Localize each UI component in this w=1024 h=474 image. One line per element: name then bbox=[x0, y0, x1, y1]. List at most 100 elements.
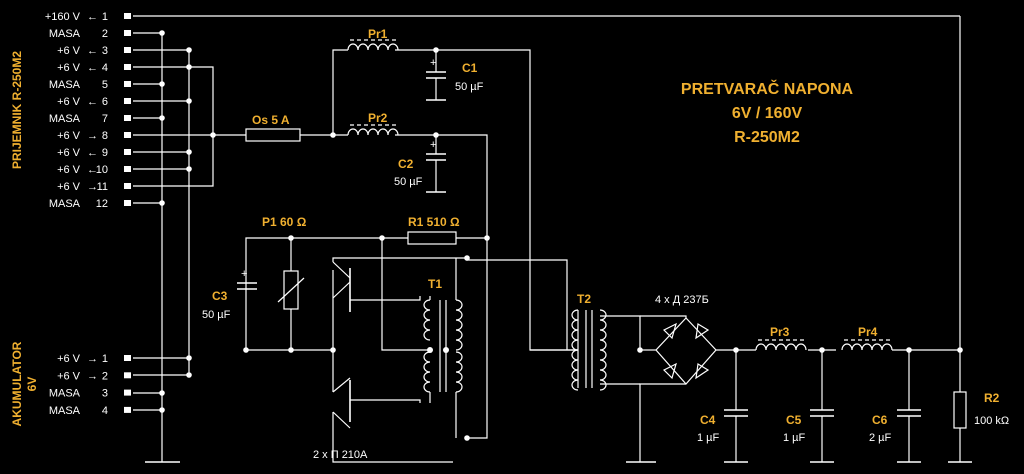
pin-direction-arrow: ← bbox=[87, 45, 98, 57]
pr3-label: Pr3 bbox=[770, 325, 790, 339]
p1-label: P1 60 Ω bbox=[262, 215, 307, 229]
connector-pin: +6 V→8 bbox=[57, 130, 131, 142]
pin-terminal bbox=[124, 406, 131, 413]
pin-label: MASA bbox=[49, 28, 81, 40]
junction-dot bbox=[159, 30, 165, 36]
pin-label: +6 V bbox=[57, 130, 81, 142]
pin-number: 2 bbox=[102, 370, 108, 382]
inductor-pr1 bbox=[347, 39, 399, 51]
pin-number: 12 bbox=[96, 198, 108, 210]
pin-label: MASA bbox=[49, 388, 81, 400]
pin-number: 7 bbox=[102, 113, 108, 125]
pin-terminal bbox=[124, 30, 131, 36]
c6-value: 2 µF bbox=[869, 432, 892, 444]
junction-dot bbox=[330, 132, 336, 138]
pin-number: 6 bbox=[102, 96, 108, 108]
title-line-3: R-250M2 bbox=[734, 129, 800, 146]
pin-label: +6 V bbox=[57, 62, 81, 74]
junction-dot bbox=[330, 347, 336, 353]
c3-value: 50 µF bbox=[202, 309, 231, 321]
pin-label: MASA bbox=[49, 79, 81, 91]
pin-terminal bbox=[124, 115, 131, 121]
pin-number: 10 bbox=[96, 164, 108, 176]
pin-terminal bbox=[124, 47, 131, 53]
junction-dot bbox=[464, 435, 470, 441]
c2-label: C2 bbox=[398, 157, 414, 171]
connector-pin: +6 V←9 bbox=[57, 147, 131, 159]
winding bbox=[571, 349, 579, 391]
pin-terminal bbox=[124, 389, 131, 396]
pin-terminal bbox=[124, 200, 131, 206]
c3-label: C3 bbox=[212, 289, 228, 303]
junction-dot bbox=[186, 355, 192, 361]
t1-windings bbox=[423, 299, 463, 393]
junction-dot bbox=[210, 132, 216, 138]
r1-label: R1 510 Ω bbox=[408, 215, 460, 229]
junction-dot bbox=[433, 132, 439, 138]
transformer-t1 bbox=[427, 258, 457, 438]
battery-connector-label: AKUMULATOR bbox=[10, 341, 24, 426]
junction-dot bbox=[159, 81, 165, 87]
resistor-r2 bbox=[953, 391, 967, 429]
pin-number: 1 bbox=[102, 11, 108, 23]
pin-label: MASA bbox=[49, 113, 81, 125]
pin-direction-arrow: ← bbox=[87, 62, 98, 74]
junction-dot bbox=[733, 347, 739, 353]
pin-direction-arrow: → bbox=[87, 130, 98, 142]
battery-voltage-label: 6V bbox=[25, 377, 39, 392]
junction-dot bbox=[186, 98, 192, 104]
c1-label: C1 bbox=[462, 61, 478, 75]
junction-dot bbox=[159, 115, 165, 121]
polarity-plus-icon: + bbox=[241, 268, 247, 280]
connector-pin: +6 V←3 bbox=[57, 45, 131, 57]
pin-label: +6 V bbox=[57, 45, 81, 57]
connector-pin: +6 V→11 bbox=[57, 181, 131, 193]
inductor-pr3 bbox=[755, 339, 807, 351]
pin-label: +6 V bbox=[57, 164, 81, 176]
transistors-label: 2 x П 210А bbox=[313, 449, 368, 461]
pin-label: MASA bbox=[49, 405, 81, 417]
junction-dot bbox=[186, 47, 192, 53]
winding bbox=[455, 299, 463, 351]
pin-terminal bbox=[124, 98, 131, 104]
pin-number: 4 bbox=[102, 405, 108, 417]
junction-dot bbox=[159, 200, 165, 206]
title-line-2: 6V / 160V bbox=[732, 105, 803, 122]
c4-value: 1 µF bbox=[697, 432, 720, 444]
pin-terminal bbox=[124, 166, 131, 172]
pin-terminal bbox=[124, 183, 131, 189]
fuse-label: Os 5 A bbox=[252, 113, 290, 127]
junction-dot bbox=[433, 47, 439, 53]
junction-dot bbox=[159, 390, 165, 396]
pin-label: +6 V bbox=[57, 96, 81, 108]
pin-label: MASA bbox=[49, 198, 81, 210]
pin-direction-arrow: ← bbox=[87, 11, 98, 23]
connector-pin: +6 V←4 bbox=[57, 62, 131, 74]
pin-direction-arrow: → bbox=[87, 181, 98, 193]
winding bbox=[455, 351, 463, 393]
pin-terminal bbox=[124, 64, 131, 70]
inductor-pr4 bbox=[841, 339, 893, 351]
pin-number: 5 bbox=[102, 79, 108, 91]
pin-direction-arrow: → bbox=[87, 370, 98, 382]
junction-dot bbox=[186, 64, 192, 70]
winding bbox=[423, 299, 431, 341]
coil-turns bbox=[841, 343, 893, 351]
junction-dot bbox=[819, 347, 825, 353]
resistor-r1 bbox=[407, 231, 457, 245]
winding bbox=[599, 309, 607, 391]
pin-number: 1 bbox=[102, 353, 108, 365]
pin-terminal bbox=[124, 372, 131, 379]
title-line-1: PRETVARAČ NAPONA bbox=[681, 79, 854, 98]
pr4-label: Pr4 bbox=[858, 325, 878, 339]
r2-value: 100 kΩ bbox=[974, 415, 1009, 427]
junction-dot bbox=[637, 347, 643, 353]
pin-number: 3 bbox=[102, 388, 108, 400]
winding bbox=[423, 351, 431, 393]
polarity-plus-icon: + bbox=[430, 57, 436, 69]
c1-value: 50 µF bbox=[455, 81, 484, 93]
junction-dot bbox=[288, 235, 294, 241]
